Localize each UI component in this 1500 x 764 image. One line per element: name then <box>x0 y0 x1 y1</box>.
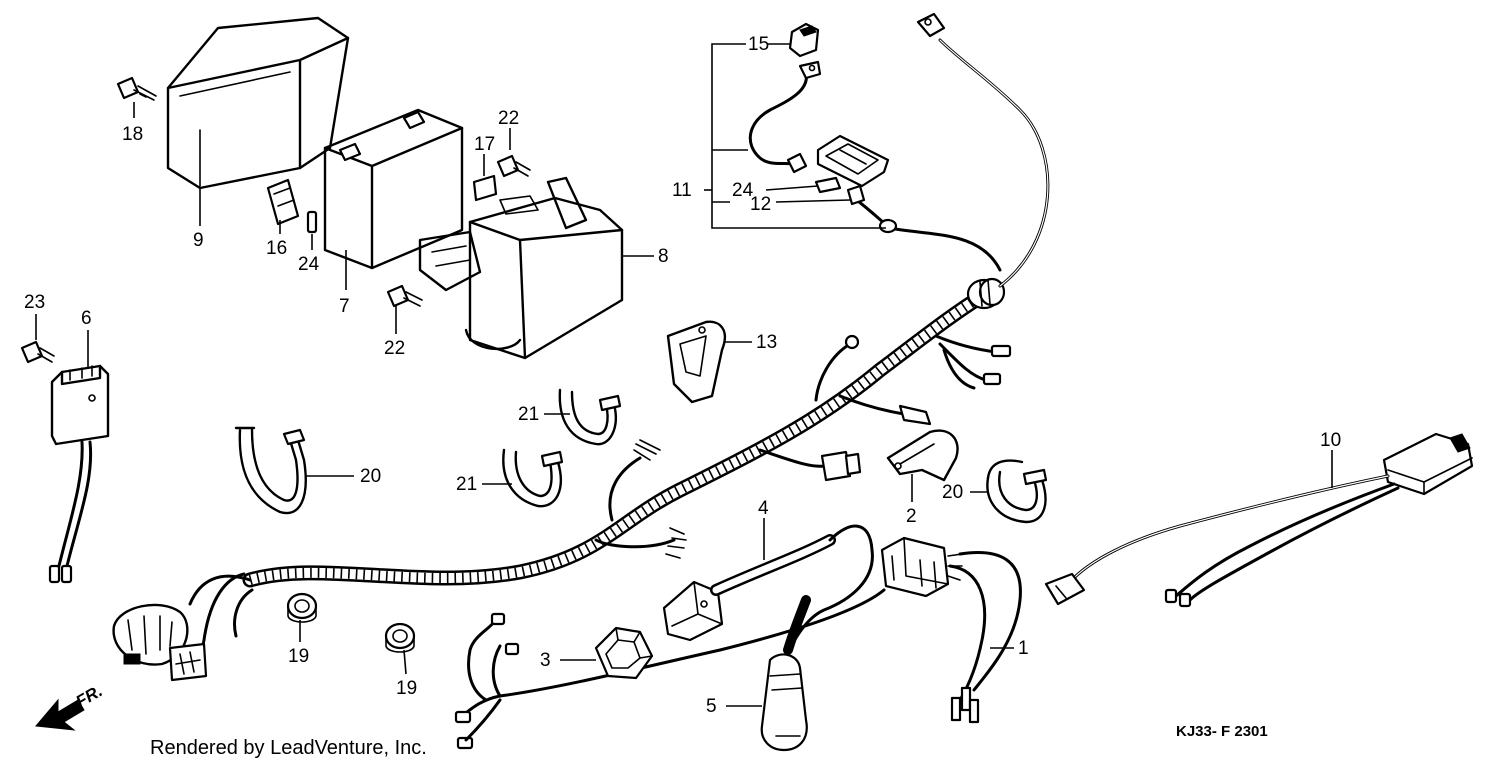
fuse-box-12 <box>816 134 890 188</box>
callout-18: 18 <box>122 124 143 145</box>
callout-16: 16 <box>266 238 287 259</box>
credit-text: Rendered by LeadVenture, Inc. <box>150 737 427 759</box>
callout-10: 10 <box>1320 430 1341 451</box>
callout-9: 9 <box>193 230 204 251</box>
fuse-holder-16 <box>266 178 300 226</box>
callout-7: 7 <box>339 296 350 317</box>
battery-box <box>418 176 624 360</box>
callout-17: 17 <box>474 134 495 155</box>
callout-22-upper: 22 <box>498 108 519 129</box>
leader-lines <box>35 43 1333 707</box>
label-17 <box>472 174 498 202</box>
regulator-rectifier <box>48 364 110 584</box>
callout-20-right: 20 <box>942 482 963 503</box>
terminal-cap-15 <box>788 22 820 58</box>
callout-4: 4 <box>758 498 769 519</box>
callout-22-lower: 22 <box>384 338 405 359</box>
callout-19-upper: 19 <box>288 646 309 667</box>
band-21-upper <box>558 388 622 446</box>
callout-6: 6 <box>81 308 92 329</box>
band-20-right <box>986 459 1048 524</box>
bolt-18 <box>116 76 157 101</box>
spark-plug-cap <box>760 653 808 752</box>
callout-19-lower: 19 <box>396 678 417 699</box>
callout-21-upper: 21 <box>518 404 539 425</box>
callouts: 18 9 16 24 7 17 22 22 8 23 6 20 21 21 13… <box>24 34 1341 717</box>
callout-8: 8 <box>658 246 669 267</box>
ignition-coil <box>662 524 874 658</box>
callout-12: 12 <box>750 194 771 215</box>
callout-2: 2 <box>906 506 917 527</box>
band-20-left <box>234 426 307 515</box>
bolt-23 <box>20 340 55 364</box>
fuse-24-upper <box>814 176 842 194</box>
grommet-19-upper <box>286 592 318 623</box>
bolt-22-lower <box>386 284 423 308</box>
battery-cable-assembly <box>748 60 1002 272</box>
band-21-lower <box>502 448 564 508</box>
fuse-24 <box>306 210 318 234</box>
bolt-22-upper <box>496 154 531 178</box>
front-direction-arrow-icon <box>35 698 85 731</box>
cover-3 <box>594 626 654 680</box>
battery <box>323 108 464 270</box>
callout-24-right: 24 <box>732 180 754 201</box>
callout-23: 23 <box>24 292 45 313</box>
clamp-2 <box>886 429 959 482</box>
callout-24-left: 24 <box>298 254 320 275</box>
cdi-unit <box>1044 432 1474 608</box>
callout-15: 15 <box>748 34 769 55</box>
battery-case-cover <box>166 16 350 190</box>
callout-13: 13 <box>756 332 777 353</box>
diagram-code: KJ33- F 2301 <box>1176 723 1268 740</box>
main-wire-harness <box>112 12 1050 750</box>
callout-5: 5 <box>706 696 717 717</box>
callout-3: 3 <box>540 650 551 671</box>
grommet-19-lower <box>384 622 416 653</box>
callout-1: 1 <box>1018 638 1029 659</box>
bracket-13 <box>666 320 727 404</box>
callout-20-left: 20 <box>360 466 381 487</box>
callout-21-lower: 21 <box>456 474 477 495</box>
callout-11: 11 <box>672 180 692 201</box>
